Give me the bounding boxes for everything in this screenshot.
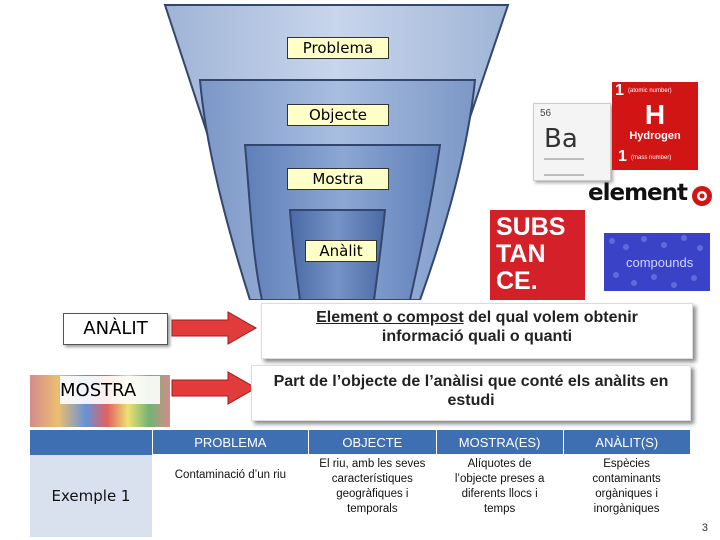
compounds-texture — [609, 235, 703, 288]
cell-problema: Contaminació d’un riu — [152, 454, 309, 518]
header-mostra: MOSTRA(ES) — [436, 430, 564, 454]
row-label-exemple-1: Exemple 1 — [30, 455, 152, 537]
element-logo: element — [588, 180, 713, 210]
page-number: 3 — [701, 522, 708, 534]
element-logo-mark — [692, 186, 712, 206]
table-header-row: PROBLEMA OBJECTE MOSTRA(ES) ANÀLIT(S) — [30, 430, 690, 454]
barium-atomic-number: 56 — [540, 108, 552, 119]
substance-line-2: TAN — [496, 240, 546, 268]
hydrogen-symbol: H — [644, 99, 666, 130]
term-analit: ANÀLIT — [83, 318, 148, 339]
hydrogen-name: Hydrogen — [629, 130, 681, 142]
term-analit-box: ANÀLIT — [63, 313, 168, 345]
substance-line-1: SUBS — [496, 213, 566, 241]
definition-analit: Element o compost del qual volem obtenir… — [261, 303, 693, 359]
definition-analit-underlined: Element o compost — [316, 309, 464, 326]
funnel-label-problema: Problema — [287, 37, 389, 59]
funnel-label-mostra: Mostra — [287, 168, 389, 190]
arrow-mostra — [171, 371, 258, 405]
barium-detail-lines — [544, 158, 584, 176]
cell-objecte: El riu, amb les seves característiques g… — [308, 454, 437, 518]
substance-line-3: CE. — [496, 267, 538, 295]
term-mostra: MOSTRA — [60, 380, 137, 401]
header-problema: PROBLEMA — [152, 430, 310, 454]
header-analit: ANÀLIT(S) — [563, 430, 690, 454]
cell-mostra: Alíquotes de l’objecte preses a diferent… — [436, 454, 564, 518]
term-mostra-box: MOSTRA — [60, 376, 160, 404]
header-objecte: OBJECTE — [308, 430, 437, 454]
hydrogen-atomic-number: 1 — [615, 82, 624, 99]
hydrogen-element-tile: 1 (atomic number) H Hydrogen 1 (mass num… — [612, 82, 698, 170]
cell-analit: Espècies contaminants orgàniques i inorg… — [563, 454, 690, 518]
arrow-analit — [171, 311, 258, 345]
hydrogen-atomic-caption: (atomic number) — [628, 88, 672, 94]
table-row: Contaminació d’un riu El riu, amb les se… — [30, 454, 690, 518]
funnel-label-analit: Anàlit — [305, 240, 377, 262]
definition-mostra-text: Part de l’objecte de l’anàlisi que conté… — [273, 373, 669, 409]
barium-element-tile: 56 Ba — [533, 103, 611, 181]
example-table: PROBLEMA OBJECTE MOSTRA(ES) ANÀLIT(S) Co… — [30, 430, 690, 518]
element-logo-text: element — [588, 180, 688, 206]
funnel-label-objecte: Objecte — [287, 104, 389, 126]
header-spacer — [30, 430, 153, 454]
hydrogen-mass-caption: (mass number) — [631, 155, 672, 161]
barium-symbol: Ba — [544, 124, 578, 154]
compounds-tile: compounds — [604, 233, 710, 291]
compounds-label: compounds — [626, 255, 694, 270]
definition-mostra: Part de l’objecte de l’anàlisi que conté… — [251, 365, 691, 421]
hydrogen-mass-number: 1 — [618, 148, 627, 165]
substance-logo-tile: SUBS TAN CE. — [490, 210, 585, 300]
